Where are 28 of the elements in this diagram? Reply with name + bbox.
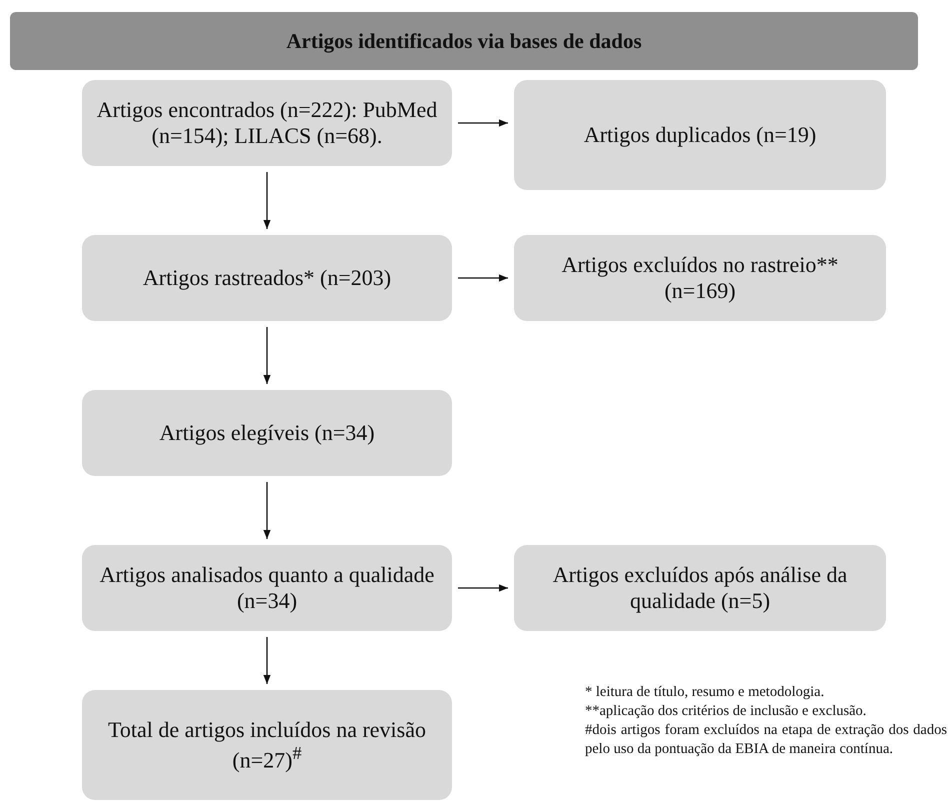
box-text: Artigos rastreados* (n=203) xyxy=(142,265,392,291)
arrow xyxy=(458,274,508,282)
footnote-text: **aplicação dos critérios de inclusão e exclusão. xyxy=(585,702,868,721)
box-text: Artigos excluídos no rastreio** (n=169) xyxy=(560,252,840,304)
process-box xyxy=(514,545,886,631)
arrow xyxy=(263,172,271,229)
box-text: Artigos analisados quanto a qualidade (n=34) xyxy=(98,562,436,614)
process-box xyxy=(82,390,452,476)
process-box xyxy=(82,545,452,631)
box-text: Total de artigos incluídos na revisão (n=27)$^{#}$ xyxy=(107,716,427,774)
process-box xyxy=(514,235,886,321)
box-text: Artigos excluídos após análise da qualidade (n=5) xyxy=(552,562,848,614)
arrow xyxy=(263,637,271,684)
box-text: Artigos duplicados (n=19) xyxy=(584,122,816,148)
box-text: Artigos encontrados (n=222): PubMed (n=154); LILACS (n=68). xyxy=(96,97,438,149)
header-text: Artigos identificados via bases de dados xyxy=(286,28,642,54)
arrow xyxy=(458,119,508,127)
process-box xyxy=(82,80,452,166)
process-box xyxy=(82,235,452,321)
process-box xyxy=(82,690,452,800)
arrow xyxy=(263,482,271,539)
process-box xyxy=(514,80,886,190)
header-band xyxy=(10,12,918,70)
box-text: Artigos elegíveis (n=34) xyxy=(159,420,375,446)
footnote-text: #dois artigos foram excluídos na etapa de extração dos dados pelo uso da pontuação da EBIA de maneira contínua. xyxy=(585,721,947,758)
arrow xyxy=(263,327,271,384)
arrow xyxy=(458,584,508,592)
footnote-text: * leitura de título, resumo e metodologia. xyxy=(585,683,826,702)
